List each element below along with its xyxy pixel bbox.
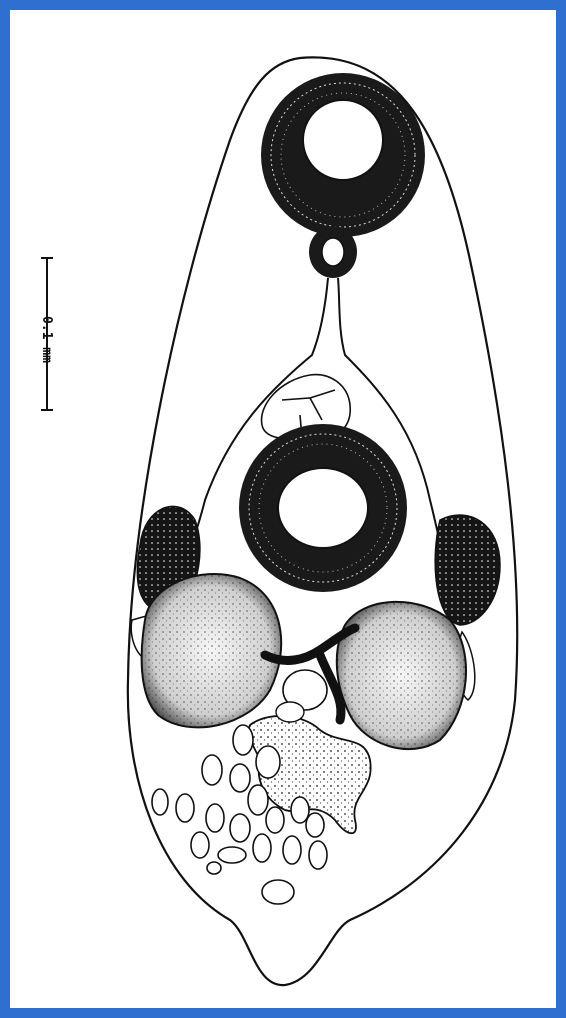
ventral-sucker (239, 424, 407, 592)
scale-bar-label: 0.1 mm (39, 316, 54, 363)
oral-sucker (261, 73, 425, 237)
pharynx (309, 226, 357, 278)
